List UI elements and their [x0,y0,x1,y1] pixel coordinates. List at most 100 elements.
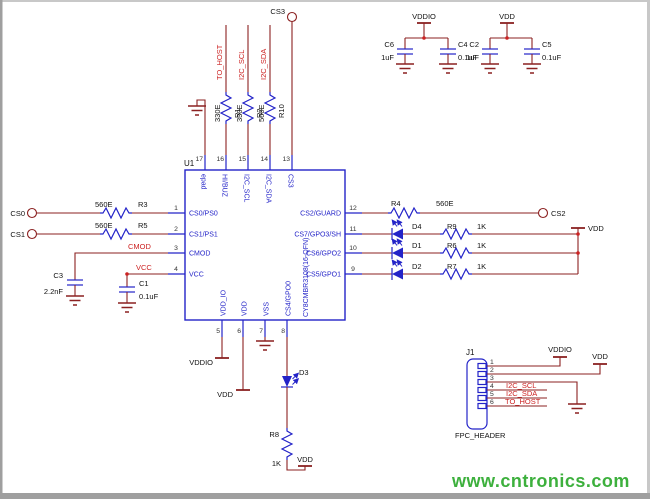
j1-pin-number: 6 [490,399,494,406]
vddio-label: VDDIO [189,358,213,367]
r8-value: 1K [272,459,281,468]
vcc-branch: VCC C1 0.1uF [118,263,168,313]
r7-refdes: R7 [447,262,457,271]
pin-number: 16 [216,156,224,163]
pin-name: I2C_SDA [265,174,272,204]
resistor-r7 [440,267,472,281]
pin-number: 15 [238,156,246,163]
ground-c1 [118,302,136,313]
c6-value: 1uF [381,53,394,62]
pin-name: CS5/GPO1 [306,272,341,279]
c2-refdes: C2 [469,40,479,49]
ground-c4 [439,63,457,74]
pin-name: CS4/GPO0 [286,281,293,316]
ground-j1 [568,403,586,414]
j1-vddio-label: VDDIO [548,345,572,354]
capacitor-c1 [119,286,135,303]
resistor-r4 [388,206,420,220]
ic-left-pins: 1 2 3 4 CS0/PS0 CS1/PS1 CMOD VCC [168,205,218,279]
r1-refdes: R1 [233,108,242,118]
led-row-d2: D2 R7 1K [362,259,578,281]
vdd-label: VDD [217,390,233,399]
r6-refdes: R6 [447,241,457,250]
vdd-decoupling: VDD C2 1uF C5 0.1uF [466,12,562,74]
j1-net-i2c-sda: I2C_SDA [506,389,537,398]
pin-name: VCC [189,272,204,279]
pin-number: 6 [237,328,241,335]
d3-refdes: D3 [299,368,309,377]
r9-refdes: R9 [447,222,457,231]
resistor-r1 [219,92,233,124]
ground-vss [256,337,274,351]
resistor-r8 [280,428,294,460]
pin-number: 17 [195,156,203,163]
ic-bottom-pins: 5 6 7 8 VDD_IO VDD VSS CS4/GPO0 [216,281,293,337]
cs1-row: CS1 560E R5 [10,221,168,241]
capacitor-c4 [440,38,456,64]
r2-value: 330E [235,104,244,122]
r3-refdes: R3 [138,200,148,209]
pin-number: 4 [174,266,178,273]
r10-value: 560E [257,104,266,122]
r4-refdes: R4 [391,199,401,208]
pin-name: CS3 [287,174,294,188]
d1-refdes: D1 [412,241,422,250]
pin-name: CS2/GUARD [300,211,341,218]
r5-refdes: R5 [138,221,148,230]
j1-pin-number: 5 [490,391,494,398]
port-cs1-label: CS1 [10,230,25,239]
d2-refdes: D2 [412,262,422,271]
c1-value: 0.1uF [139,292,159,301]
ground-c3 [66,295,84,306]
net-label-i2c-scl: I2C_SCL [237,50,246,80]
c5-refdes: C5 [542,40,552,49]
ic-top-pins: 17 16 15 14 13 epad HI/BUZ I2C_SCL I2C_S… [195,155,294,204]
port-cs0: CS0 [10,207,38,219]
ic-refdes: U1 [184,159,195,168]
net-label-vcc: VCC [136,263,152,272]
cs0-row: CS0 560E R3 [10,200,168,220]
pin-number: 13 [282,156,290,163]
port-cs3-label: CS3 [270,7,285,16]
vddio-rail-label: VDDIO [412,12,436,21]
net-label-i2c-sda: I2C_SDA [259,49,268,80]
pullup-column-r2: I2C_SCL 330E R2 [235,25,264,155]
guard-row: CS2 R4 560E [362,199,566,220]
capacitor-c5 [524,38,540,64]
led-d2-icon [391,259,403,280]
c1-refdes: C1 [139,279,149,288]
pin-name: CMOD [189,251,210,258]
capacitor-c3 [67,279,83,296]
pin-number: 2 [174,226,178,233]
resistor-r10 [263,92,277,124]
j1-vdd-label: VDD [592,352,608,361]
r10-refdes: R10 [277,104,286,118]
port-cs1: CS1 [10,228,38,240]
resistor-r2 [241,92,255,124]
r7-value: 1K [477,262,486,271]
port-cs2-label: CS2 [551,209,566,218]
vdd-rail-right: VDD [571,224,604,274]
net-label-to-host: TO_HOST [215,44,224,80]
pin-name: I2C_SCL [243,174,250,203]
r3-value: 560E [95,200,113,209]
led-row-d4: D4 R9 1K [362,219,578,241]
pin-name: CS6/GPO2 [306,251,341,258]
port-circle [286,11,298,23]
status-led-branch: D3 R8 1K VDD [269,337,313,471]
j1-pin-number: 1 [490,359,494,366]
ic-part-number: CY8CMBR3108(16-QFN) [303,238,310,317]
c4-value: 0.1uF [458,53,478,62]
cmod-branch: CMOD C3 2.2nF [44,242,168,306]
pin-number: 10 [349,245,357,252]
c5-value: 0.1uF [542,53,562,62]
pin-name: epad [200,174,207,190]
connector-j1: J1 1 2 3 4 5 6 VDDIO VDD I2C_SCL I2C_SDA… [455,345,608,440]
pin-name: HI/BUZ [221,174,228,198]
port-cs3: CS3 [270,7,298,155]
vdd-pin6: VDD [217,337,250,399]
pin-number: 12 [349,205,357,212]
connector-body [466,358,488,430]
